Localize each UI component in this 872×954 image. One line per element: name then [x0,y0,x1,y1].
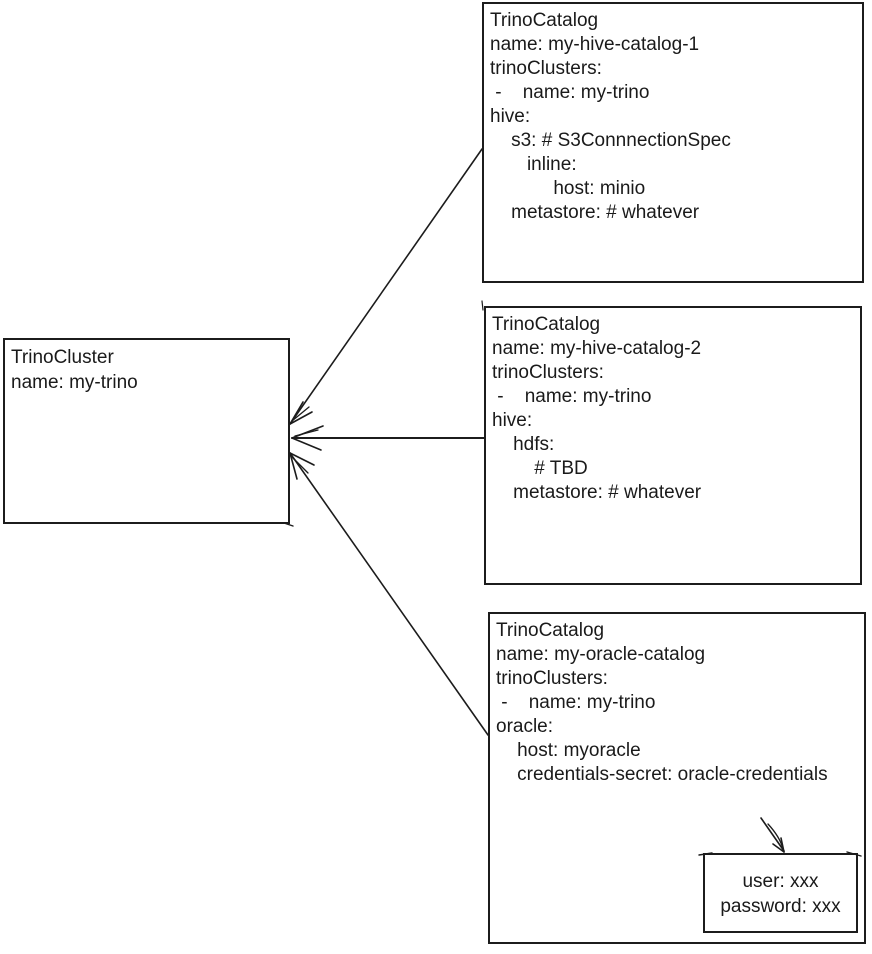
yaml-line: name: my-trino [11,372,138,393]
yaml-line: s3: # S3ConnnectionSpec [490,130,731,151]
trinocatalog-hive-2-node[interactable]: TrinoCatalog name: my-hive-catalog-2 tri… [484,306,862,585]
trinocluster-node[interactable]: TrinoCluster name: my-trino [3,338,290,524]
yaml-line: # TBD [492,458,588,479]
yaml-line: metastore: # whatever [490,202,700,223]
secret-line: user: xxx [742,871,819,892]
yaml-line: name: my-hive-catalog-2 [492,338,702,359]
yaml-line: credentials-secret: oracle-credentials [496,764,828,785]
yaml-line: trinoClusters: [490,58,602,79]
yaml-line: metastore: # whatever [492,482,702,503]
yaml-line: hive: [490,106,531,127]
node-title: TrinoCatalog [496,620,605,641]
connector-catalog2-to-cluster[interactable] [291,425,485,451]
yaml-line: hdfs: [492,434,555,455]
trinocatalog-hive-1-node[interactable]: TrinoCatalog name: my-hive-catalog-1 tri… [482,2,864,283]
yaml-line: - name: my-trino [496,692,656,713]
yaml-line: name: my-hive-catalog-1 [490,34,700,55]
node-title: TrinoCluster [11,347,114,368]
yaml-line: trinoClusters: [492,362,604,383]
yaml-line: trinoClusters: [496,668,608,689]
yaml-line: oracle: [496,716,554,737]
yaml-line: name: my-oracle-catalog [496,644,706,665]
node-title: TrinoCatalog [492,314,601,335]
yaml-line: - name: my-trino [490,82,650,103]
yaml-line: hive: [492,410,533,431]
yaml-line: inline: [490,154,577,175]
yaml-line: host: minio [490,178,646,199]
connector-catalog1-to-cluster[interactable] [289,148,483,425]
yaml-line: host: myoracle [496,740,641,761]
oracle-credentials-secret-node[interactable]: user: xxx password: xxx [703,853,858,933]
secret-line: password: xxx [720,896,841,917]
arrowhead-icon [289,452,315,480]
arrowhead-icon [289,401,313,425]
arrowhead-icon [291,425,324,451]
node-title: TrinoCatalog [490,10,599,31]
yaml-line: - name: my-trino [492,386,652,407]
connector-catalog3-to-cluster[interactable] [289,452,489,736]
